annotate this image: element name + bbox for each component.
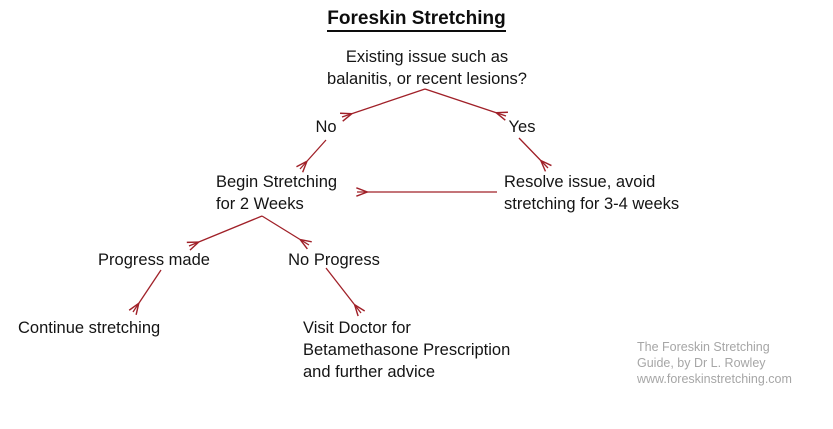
- arrow-progress-to-continue: [128, 269, 162, 316]
- node-continue-stretching: Continue stretching: [18, 319, 161, 337]
- arrow-question-to-no: [340, 88, 426, 122]
- arrow-begin-to-progress: [186, 215, 263, 251]
- node-yes-label: Yes: [508, 118, 536, 136]
- arrow-question-to-yes: [424, 88, 508, 121]
- node-no-progress: No Progress: [288, 251, 380, 269]
- arrow-noprogress-to-doctor: [325, 267, 366, 317]
- page-title-text: Foreskin Stretching: [327, 8, 506, 32]
- arrow-no-to-begin: [296, 139, 327, 173]
- node-question: Existing issue such as balanitis, or rec…: [327, 48, 527, 88]
- node-begin-stretching: Begin Stretching for 2 Weeks: [216, 173, 338, 213]
- footer-watermark: The Foreskin Stretching Guide, by Dr L. …: [637, 340, 792, 386]
- node-visit-doctor: Visit Doctor for Betamethasone Prescript…: [303, 319, 511, 381]
- node-no-label: No: [315, 118, 337, 136]
- arrow-yes-to-resolve: [518, 137, 552, 172]
- page-title: Foreskin Stretching: [0, 8, 833, 32]
- node-resolve-issue: Resolve issue, avoid stretching for 3-4 …: [504, 173, 680, 213]
- node-progress-made: Progress made: [98, 251, 210, 269]
- arrow-begin-to-noprogress: [261, 215, 312, 250]
